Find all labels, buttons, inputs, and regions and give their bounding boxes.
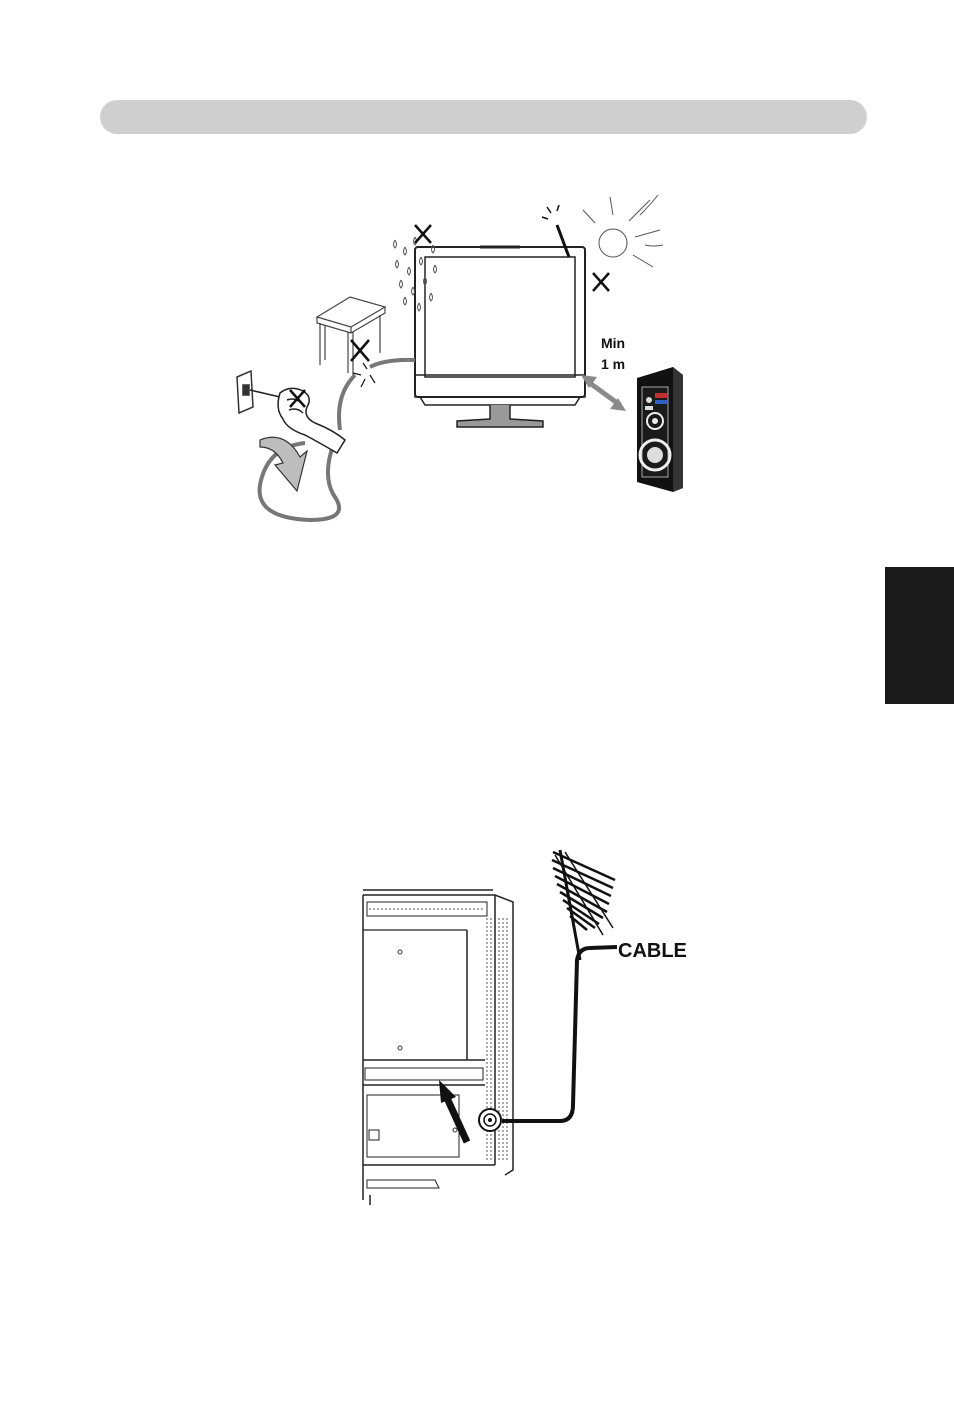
language-side-tab bbox=[885, 567, 954, 704]
distance-arrow-icon bbox=[581, 375, 626, 411]
wall-outlet-icon bbox=[237, 371, 253, 413]
antenna-cable bbox=[502, 947, 617, 1121]
safety-precautions-illustration: Min 1 m bbox=[225, 185, 705, 530]
speaker-distance-label-min: Min bbox=[601, 335, 625, 351]
arrow-to-jack-icon bbox=[439, 1080, 467, 1142]
section-header-bar bbox=[100, 100, 867, 134]
speaker-icon bbox=[637, 367, 683, 492]
antenna-spark-icon bbox=[542, 205, 569, 257]
antenna-icon bbox=[552, 850, 615, 960]
cable-label: CABLE bbox=[618, 940, 687, 962]
tv-monitor bbox=[415, 247, 585, 427]
antenna-input-jack bbox=[479, 1109, 501, 1131]
no-sunlight-x-icon bbox=[593, 273, 609, 291]
no-damaged-cable-x-icon bbox=[351, 340, 369, 361]
no-water-x-icon bbox=[415, 225, 431, 243]
antenna-connection-illustration: CABLE bbox=[355, 840, 695, 1205]
speaker-distance-label-value: 1 m bbox=[601, 356, 625, 372]
sun-icon bbox=[583, 195, 663, 267]
